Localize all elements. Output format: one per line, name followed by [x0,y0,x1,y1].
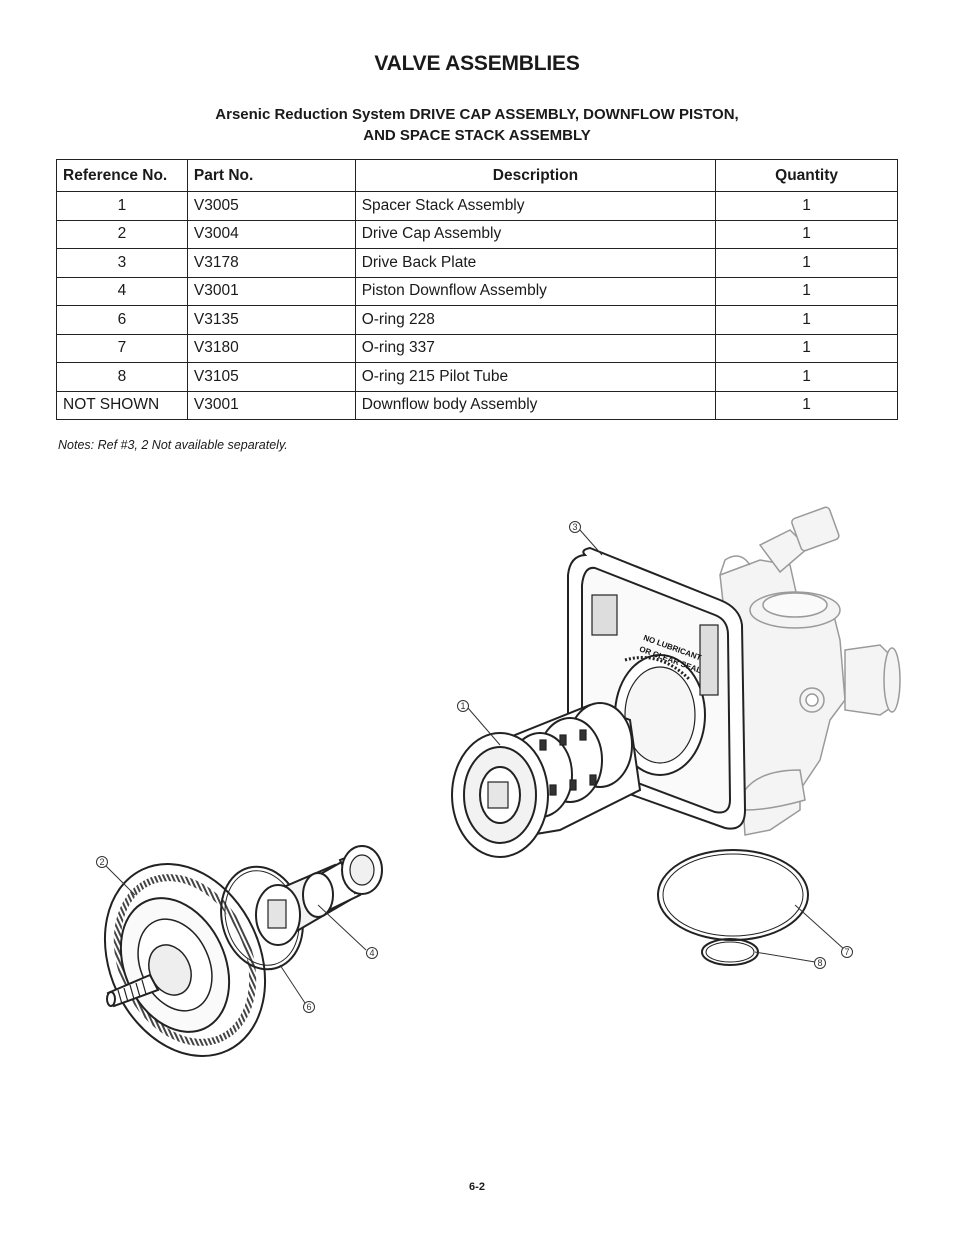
cell-ref: 1 [56,191,188,221]
o-ring-337-inner [662,853,804,937]
cell-part: V3001 [186,276,356,306]
table-row: 1 V3005 Spacer Stack Assembly 1 [56,191,898,221]
callout-leaders [105,529,846,1004]
cell-part: V3001 [186,390,356,420]
table-row: 8 V3105 O-ring 215 Pilot Tube 1 [56,362,898,392]
valve-body-illustration [719,506,901,836]
parts-table: Reference No. Part No. Description Quant… [56,159,898,420]
table-header-row: Reference No. Part No. Description Quant… [56,159,898,192]
callout-4: 4 [366,947,378,959]
cell-ref: 8 [56,362,188,392]
page-number: 6-2 [469,1181,485,1193]
callout-number: 6 [306,1002,311,1012]
cell-qty: 1 [715,219,898,249]
table-row: NOT SHOWN V3001 Downflow body Assembly 1 [56,390,898,420]
callout-7: 7 [841,946,853,958]
subtitle-line-1: Arsenic Reduction System DRIVE CAP ASSEM… [215,106,739,123]
table-row: 2 V3004 Drive Cap Assembly 1 [56,219,898,249]
callout-6: 6 [303,1001,315,1013]
callout-1: 1 [457,700,469,712]
callout-number: 4 [369,948,374,958]
subtitle-line-2: AND SPACE STACK ASSEMBLY [363,127,591,144]
callout-8: 8 [814,957,826,969]
cell-qty: 1 [715,362,898,392]
cell-ref: 7 [56,333,188,363]
cell-part: V3005 [186,191,356,221]
section-subtitle: Arsenic Reduction System DRIVE CAP ASSEM… [0,104,954,146]
cell-desc: Spacer Stack Assembly [354,191,717,221]
table-row: 6 V3135 O-ring 228 1 [56,305,898,335]
header-reference-no: Reference No. [56,159,188,192]
cell-qty: 1 [715,248,898,278]
cell-qty: 1 [715,276,898,306]
callout-number: 1 [460,701,465,711]
page-title: VALVE ASSEMBLIES [374,52,580,75]
cell-desc: Downflow body Assembly [354,390,717,420]
piston-assembly-illustration [255,845,383,946]
header-description: Description [354,159,717,192]
callout-number: 7 [844,947,849,957]
o-ring-337-illustration [657,849,809,941]
cell-ref: 4 [56,276,188,306]
o-ring-215-inner [705,941,755,963]
table-row: 3 V3178 Drive Back Plate 1 [56,248,898,278]
cell-ref: NOT SHOWN [56,390,188,420]
callout-number: 3 [572,522,577,532]
cell-qty: 1 [715,390,898,420]
header-quantity: Quantity [715,159,898,192]
drive-cap-illustration [103,862,267,1058]
header-part-no: Part No. [186,159,356,192]
callout-3: 3 [569,521,581,533]
callout-number: 2 [99,857,104,867]
o-ring-215-illustration [701,938,759,966]
callout-2: 2 [96,856,108,868]
cell-part: V3004 [186,219,356,249]
table-notes: Notes: Ref #3, 2 Not available separatel… [58,438,288,452]
spacer-stack-illustration [451,702,642,858]
cell-ref: 2 [56,219,188,249]
callout-number: 8 [817,958,822,968]
cell-desc: Drive Cap Assembly [354,219,717,249]
